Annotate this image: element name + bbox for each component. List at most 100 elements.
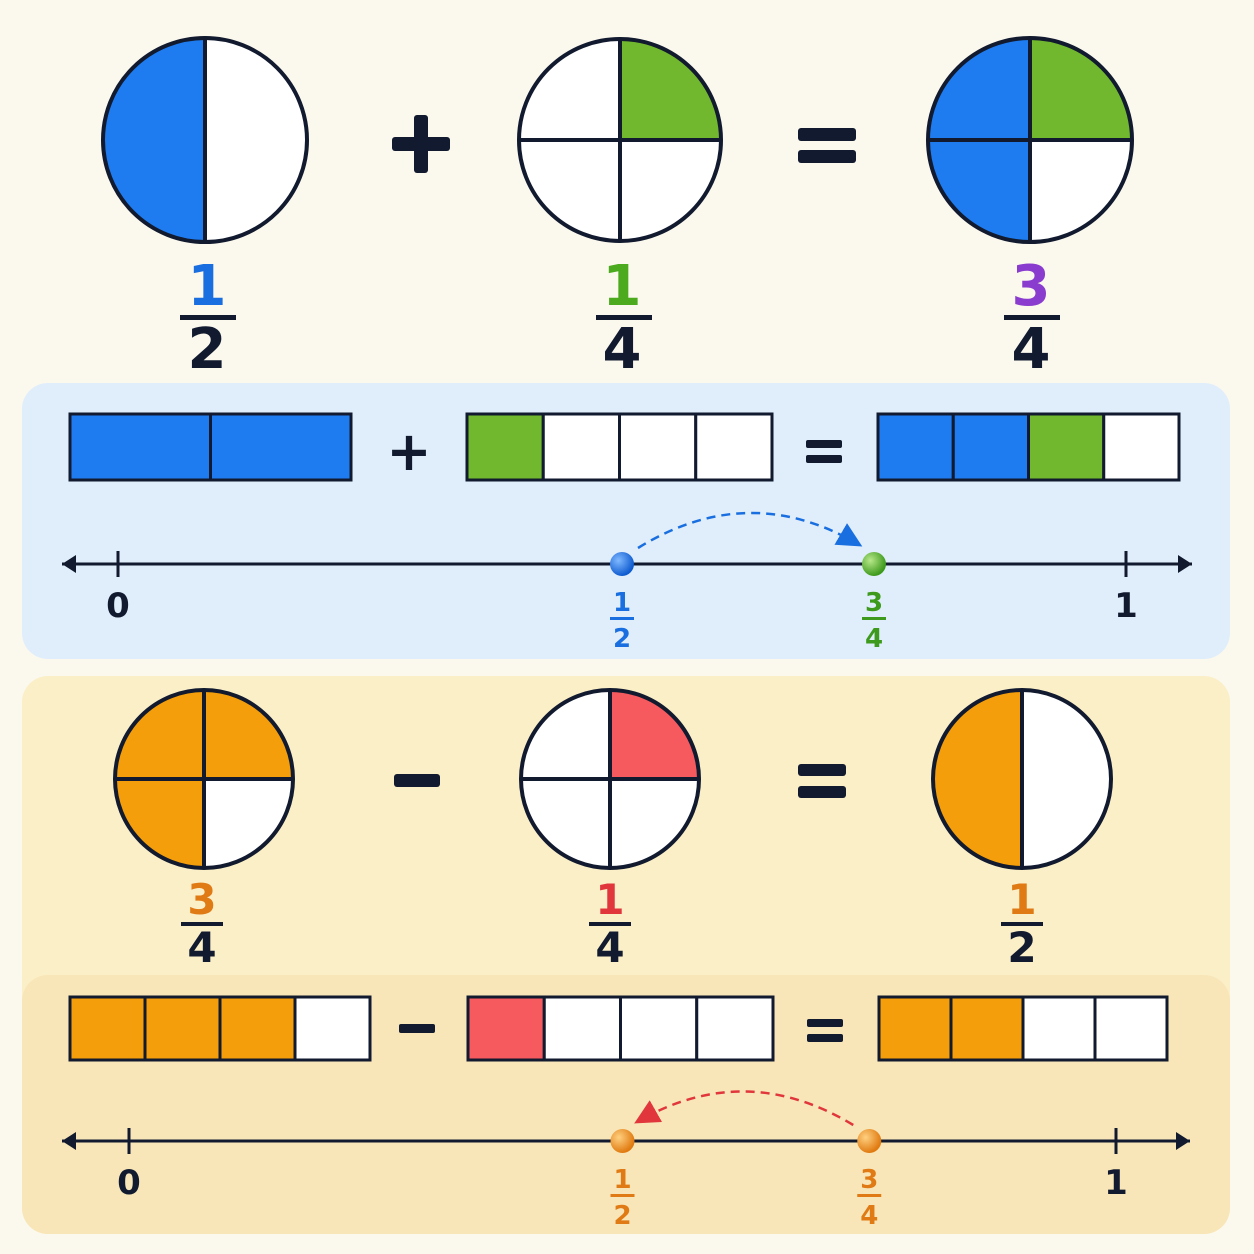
bar-segment bbox=[619, 995, 699, 1062]
subtraction-circle-half bbox=[931, 688, 1113, 870]
addition-circle-result bbox=[926, 36, 1134, 244]
fraction-bar bbox=[610, 617, 634, 620]
bar-segment bbox=[951, 412, 1030, 482]
fraction-label-three-quarters: 3 4 bbox=[1004, 254, 1060, 382]
fraction-label-one-half: 1 2 bbox=[180, 254, 236, 382]
denominator: 4 bbox=[187, 923, 216, 972]
bar-segment bbox=[877, 995, 953, 1062]
bar-segment bbox=[876, 412, 955, 482]
tick-label-one: 1 bbox=[1114, 586, 1138, 626]
bar-segment bbox=[1027, 412, 1106, 482]
equals-sign-small bbox=[807, 1019, 843, 1042]
circle-fill-part bbox=[103, 38, 205, 242]
jump-arrow bbox=[637, 511, 863, 550]
tick-label-one: 1 bbox=[1104, 1163, 1128, 1203]
tick-label-zero: 0 bbox=[106, 586, 130, 626]
bar-segment bbox=[694, 412, 774, 482]
right-arrowhead bbox=[1178, 555, 1192, 573]
subtraction-bar-3 bbox=[877, 995, 1169, 1062]
bar-segment bbox=[68, 995, 147, 1062]
denominator: 2 bbox=[188, 317, 227, 382]
denominator: 4 bbox=[860, 1201, 878, 1231]
tick-label-zero: 0 bbox=[117, 1163, 141, 1203]
numerator: 3 bbox=[1012, 254, 1051, 319]
fraction-bar bbox=[857, 1194, 882, 1197]
point-fraction-label: 12 bbox=[610, 588, 634, 654]
minus-sign bbox=[394, 774, 440, 787]
numerator: 1 bbox=[613, 1165, 631, 1195]
addition-bar-3 bbox=[876, 412, 1181, 482]
left-arrowhead bbox=[62, 555, 76, 573]
addition-bar-2 bbox=[465, 412, 774, 482]
denominator: 4 bbox=[865, 624, 883, 654]
bar-segment bbox=[209, 412, 353, 482]
denominator: 2 bbox=[1007, 923, 1036, 972]
fraction-bar bbox=[862, 617, 886, 620]
subtraction-fraction-bars bbox=[68, 995, 1169, 1062]
numerator: 1 bbox=[603, 254, 642, 319]
number-line-point bbox=[862, 552, 886, 576]
bar-segment bbox=[1102, 412, 1181, 482]
equals-sign-small bbox=[806, 440, 842, 463]
point-fraction-label: 34 bbox=[862, 588, 886, 654]
numerator: 1 bbox=[595, 875, 624, 924]
denominator: 4 bbox=[1012, 317, 1051, 382]
bar-segment bbox=[143, 995, 222, 1062]
right-arrowhead bbox=[1176, 1132, 1190, 1150]
addition-fraction-bars bbox=[68, 412, 1181, 482]
fraction-label-one-half: 1 2 bbox=[1001, 875, 1043, 972]
numerator: 3 bbox=[865, 588, 883, 618]
bar-segment bbox=[541, 412, 621, 482]
numerator: 3 bbox=[860, 1165, 878, 1195]
number-line-point bbox=[857, 1129, 882, 1153]
subtraction-bar-1 bbox=[68, 995, 372, 1062]
fraction-label-three-quarters: 3 4 bbox=[181, 875, 223, 972]
bar-segment bbox=[218, 995, 297, 1062]
point-fraction-label: 12 bbox=[610, 1165, 635, 1231]
number-line-point bbox=[610, 552, 634, 576]
denominator: 4 bbox=[595, 923, 624, 972]
circle-empty-part bbox=[205, 38, 307, 242]
bar-segment bbox=[618, 412, 698, 482]
bar-segment bbox=[542, 995, 622, 1062]
numerator: 1 bbox=[613, 588, 631, 618]
left-arrowhead bbox=[62, 1132, 76, 1150]
numerator: 1 bbox=[188, 254, 227, 319]
subtraction-circle-three-quarters bbox=[113, 688, 295, 870]
bar-segment bbox=[949, 995, 1025, 1062]
bar-segment bbox=[68, 412, 212, 482]
numerator: 3 bbox=[187, 875, 216, 924]
plus-sign bbox=[392, 115, 450, 173]
subtraction-circle-quarter bbox=[519, 688, 701, 870]
fraction-label-one-quarter: 1 4 bbox=[589, 875, 631, 972]
denominator: 2 bbox=[613, 624, 631, 654]
addition-circle-quarter bbox=[517, 37, 723, 243]
fraction-bar bbox=[610, 1194, 635, 1197]
fraction-label-one-quarter: 1 4 bbox=[596, 254, 652, 382]
equals-sign bbox=[798, 128, 856, 163]
bar-segment bbox=[695, 995, 775, 1062]
minus-sign-small bbox=[399, 1024, 435, 1033]
point-fraction-label: 34 bbox=[857, 1165, 882, 1231]
addition-bar-1 bbox=[68, 412, 353, 482]
bar-segment bbox=[1093, 995, 1169, 1062]
bar-segment bbox=[1021, 995, 1097, 1062]
jump-arrow bbox=[634, 1090, 854, 1127]
bar-segment bbox=[466, 995, 546, 1062]
circle-fill-part bbox=[620, 39, 721, 140]
addition-circle-half bbox=[101, 36, 309, 244]
subtraction-bar-2 bbox=[466, 995, 775, 1062]
denominator: 4 bbox=[603, 317, 642, 382]
bar-segment bbox=[465, 412, 545, 482]
plus-sign-small: + bbox=[386, 420, 431, 483]
equals-sign bbox=[798, 764, 846, 798]
bar-segment bbox=[293, 995, 372, 1062]
numerator: 1 bbox=[1007, 875, 1036, 924]
denominator: 2 bbox=[613, 1201, 631, 1231]
number-line-point bbox=[610, 1129, 635, 1153]
